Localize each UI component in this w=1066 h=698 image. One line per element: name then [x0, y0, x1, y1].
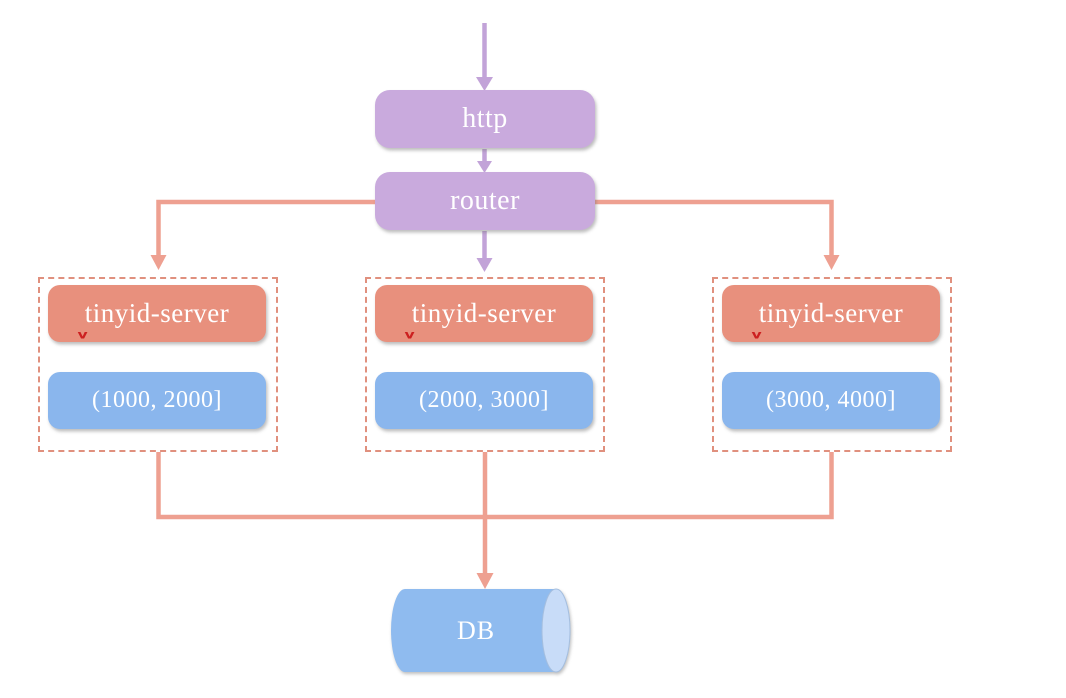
- server-group-3: tinyid-server v (3000, 4000]: [712, 277, 952, 452]
- node-http: http: [375, 90, 595, 148]
- node-range-3: (3000, 4000]: [722, 372, 940, 429]
- range-label: (3000, 4000]: [766, 387, 896, 413]
- db-cylinder-icon: [391, 588, 571, 673]
- node-range-1: (1000, 2000]: [48, 372, 266, 429]
- arrow-servers-to-db: [476, 452, 494, 589]
- range-label: (1000, 2000]: [92, 387, 222, 413]
- node-tinyid-server-2: tinyid-server v: [375, 285, 593, 342]
- arrow-router-to-server-3: [595, 199, 840, 270]
- server-group-2: tinyid-server v (2000, 3000]: [365, 277, 605, 452]
- spellcheck-mark: v: [751, 328, 762, 342]
- router-label: router: [450, 185, 520, 216]
- connector-servers-join: [156, 452, 834, 520]
- arrow-router-to-server-1: [150, 199, 375, 270]
- server-group-1: tinyid-server v (1000, 2000]: [38, 277, 278, 452]
- db-label: DB: [456, 615, 496, 645]
- server-label: tinyid-server: [758, 298, 904, 328]
- spellcheck-mark: v: [77, 328, 88, 342]
- node-tinyid-server-3: tinyid-server v: [722, 285, 940, 342]
- server-label: tinyid-server: [84, 298, 230, 328]
- range-label: (2000, 3000]: [419, 387, 549, 413]
- server-label: tinyid-server: [411, 298, 557, 328]
- node-router: router: [375, 172, 595, 230]
- node-range-2: (2000, 3000]: [375, 372, 593, 429]
- node-tinyid-server-1: tinyid-server v: [48, 285, 266, 342]
- node-db: DB: [390, 588, 580, 673]
- arrow-router-to-server-2: [476, 231, 493, 272]
- arrow-http-to-router: [477, 149, 492, 173]
- arrow-into-http: [476, 23, 493, 91]
- spellcheck-mark: v: [404, 328, 415, 342]
- http-label: http: [462, 103, 508, 134]
